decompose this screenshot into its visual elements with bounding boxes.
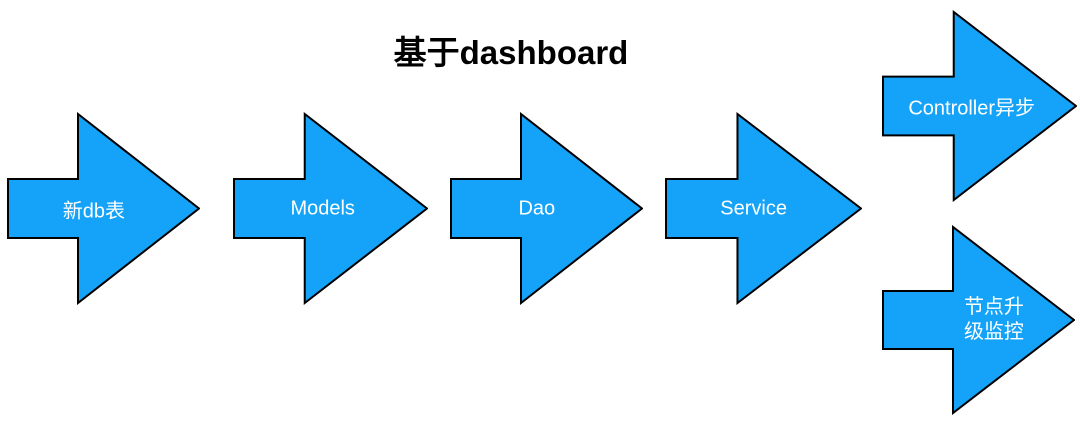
arrow-label: 新db表 [62,200,125,222]
right-arrow-shape [882,10,1077,202]
arrow-service: Service [665,112,862,305]
arrow-controller-async: Controller异步 [882,10,1077,202]
arrow-models: Models [233,112,428,305]
arrow-new-db-table: 新db表 [7,112,200,305]
right-arrow-shape [7,112,200,305]
diagram-title: 基于dashboard [393,34,629,71]
right-arrow-shape [450,112,643,305]
right-arrow-shape [233,112,428,305]
arrow-label: Controller异步 [908,97,1036,120]
arrow-node-upgrade-monitor: 节点升级监控 [882,225,1075,415]
arrow-label: Service [720,197,787,219]
arrow-label: Dao [518,197,556,219]
arrow-dao: Dao [450,112,643,305]
arrow-label: Models [290,197,355,219]
right-arrow-shape [882,225,1075,415]
right-arrow-shape [665,112,862,305]
arrow-label: 节点升级监控 [963,296,1024,343]
